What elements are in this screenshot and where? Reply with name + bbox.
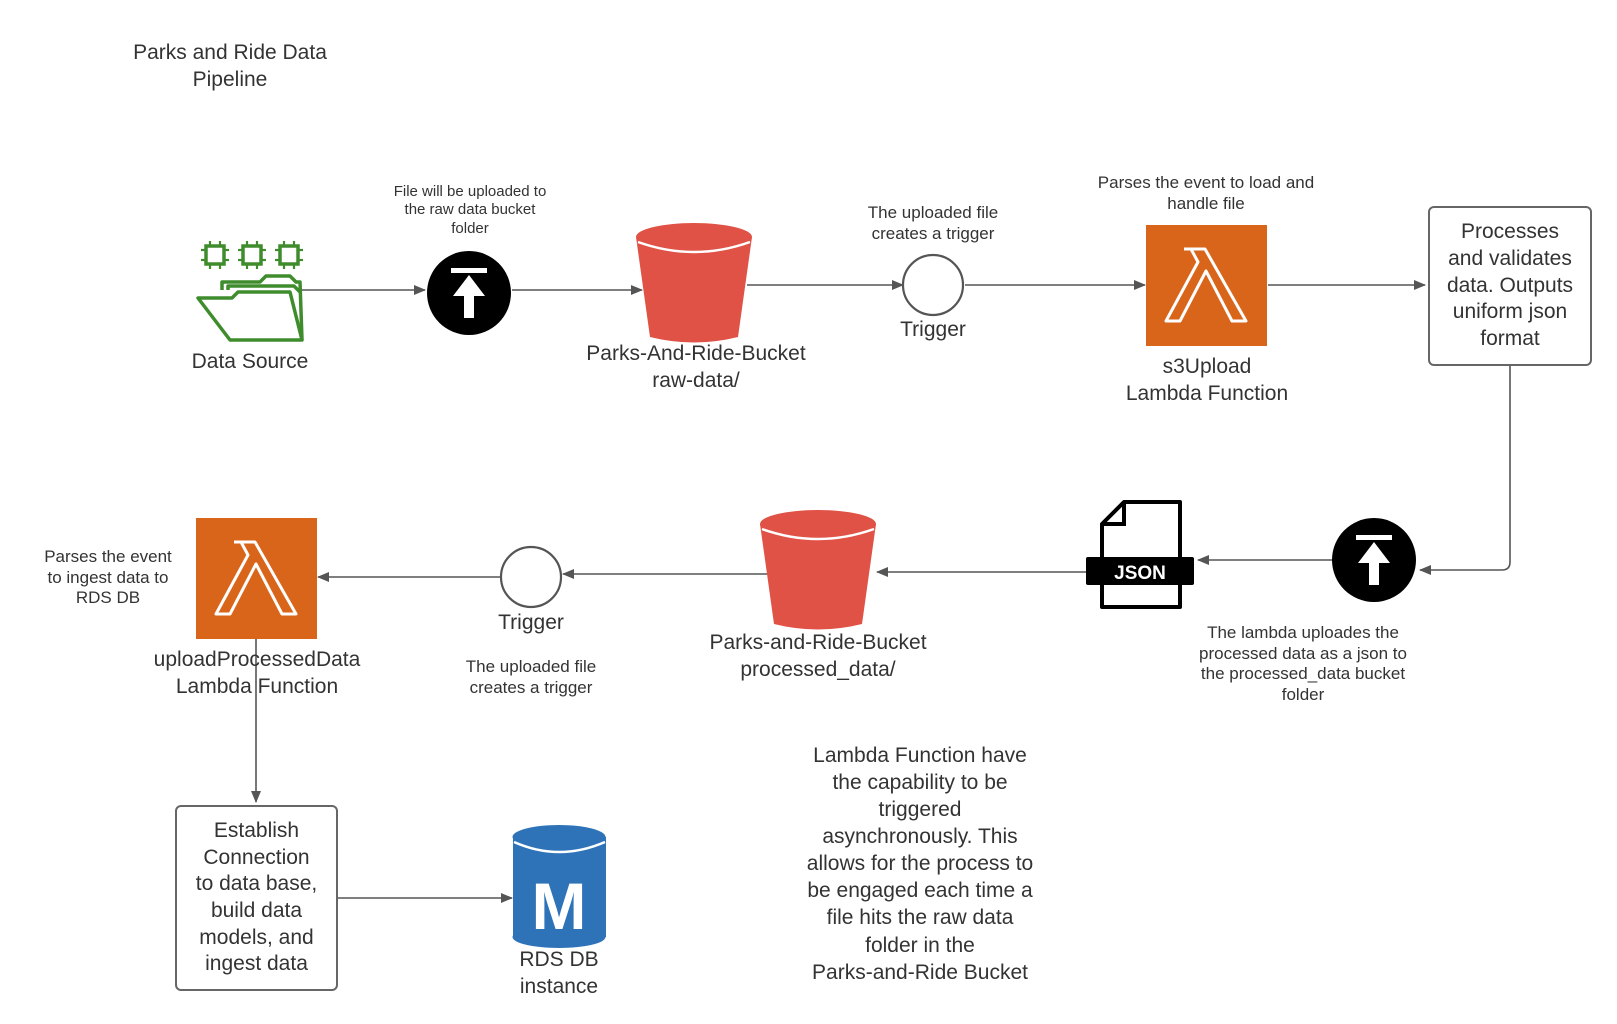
upload-processed-icon (1332, 518, 1416, 602)
rds-label: RDS DB instance (519, 948, 599, 999)
annotation-parse-ingest: Parses the event to ingest data to RDS D… (44, 547, 172, 608)
raw-bucket-label: Parks-And-Ride-Bucket raw-data/ (586, 342, 806, 393)
data-source-label: Data Source (191, 350, 309, 373)
processed-bucket-icon (760, 510, 876, 630)
trigger-2-label: Trigger (498, 611, 564, 634)
rds-letter: M (532, 869, 587, 943)
diagram-title: Parks and Ride Data Pipeline (133, 41, 327, 91)
processed-bucket-label: Parks-and-Ride-Bucket processed_data/ (709, 631, 927, 682)
data-source-icon (196, 241, 304, 342)
process-box-text: Processes and validates data. Outputs un… (1446, 220, 1574, 350)
annotation-trigger-2: The uploaded file creates a trigger (465, 657, 597, 697)
upload-raw-icon (427, 251, 511, 335)
rds-db-icon (512, 825, 606, 948)
trigger-circle-2 (499, 545, 563, 609)
raw-bucket-icon (636, 223, 752, 343)
trigger-1-label: Trigger (900, 318, 966, 341)
upload-processed-lambda-icon (196, 518, 317, 639)
annotation-trigger-1: The uploaded file creates a trigger (867, 203, 999, 243)
upload-processed-label: uploadProcessedData Lambda Function (153, 648, 361, 699)
lambda-note: Lambda Function have the capability to b… (806, 744, 1034, 984)
establish-box-text: Establish Connection to data base, build… (195, 819, 318, 976)
s3upload-label: s3Upload Lambda Function (1125, 355, 1289, 406)
edge-process-to-upload2 (1419, 366, 1511, 575)
annotation-lambda-upload: The lambda uploades the processed data a… (1199, 623, 1407, 705)
annotation-upload-raw: File will be uploaded to the raw data bu… (393, 183, 547, 237)
establish-connection-box: Establish Connection to data base, build… (175, 805, 338, 991)
json-label: JSON (1114, 563, 1166, 584)
s3upload-lambda-icon (1146, 225, 1267, 346)
annotation-parse-event: Parses the event to load and handle file (1097, 173, 1315, 213)
process-box: Processes and validates data. Outputs un… (1428, 206, 1592, 366)
trigger-circle-1 (901, 253, 965, 317)
json-file-icon (1086, 500, 1194, 609)
